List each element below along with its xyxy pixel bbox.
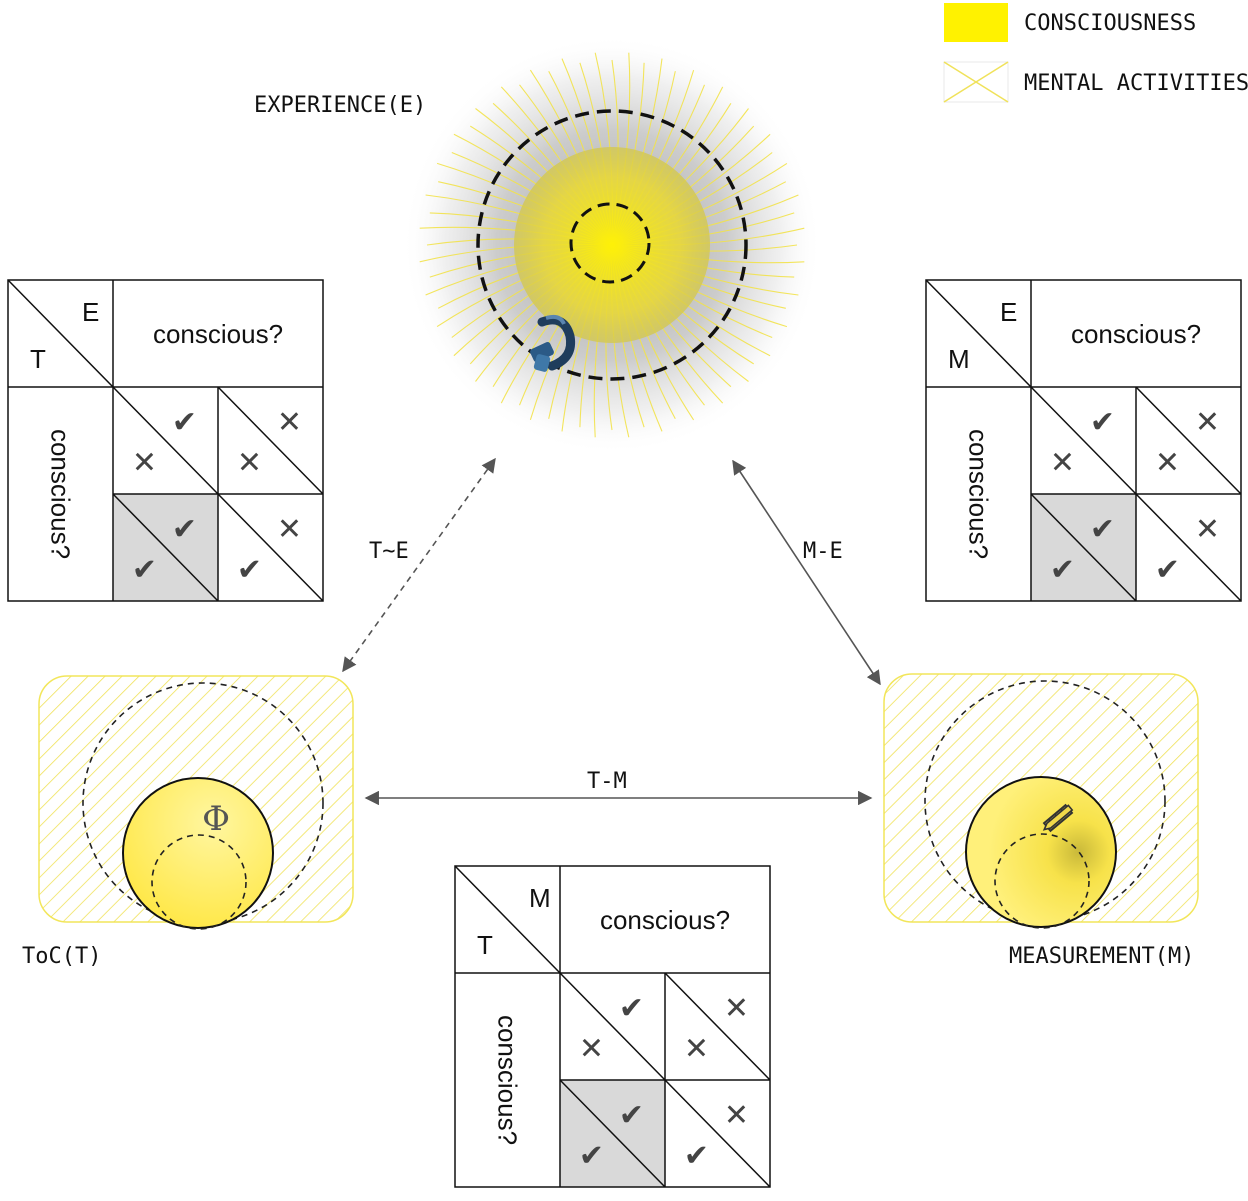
- cell-mark-upper: ✔: [619, 991, 644, 1026]
- cell-diagonal: [112, 386, 219, 495]
- cell-mark-upper: ✔: [1090, 512, 1115, 547]
- edge-m-e-arrow: [732, 459, 881, 686]
- cell-mark-upper: ✕: [277, 405, 302, 440]
- cell-mark-upper: ✕: [1195, 405, 1220, 440]
- experience-outer-boundary: [476, 109, 748, 381]
- cell-diagonal: [1030, 493, 1137, 602]
- cell-mark-lower: ✔: [684, 1139, 709, 1174]
- agreement-tables: ✔✕✕✕✔✔✕✔ETconscious?conscious?✔✕✕✕✔✔✕✔EM…: [7, 279, 1242, 1188]
- table-border: [925, 279, 1242, 602]
- cell-mark-lower: ✕: [1155, 446, 1180, 481]
- table-col-variable: E: [1000, 297, 1017, 327]
- cell-mark-lower: ✔: [1050, 553, 1075, 588]
- experience-node: EXPERIENCE(E): [254, 35, 822, 455]
- observer-icon: [530, 314, 576, 372]
- edge-t-m-label: T-M: [587, 769, 627, 794]
- legend-mental-activities-swatch: [943, 61, 1009, 103]
- toc-inner-boundary: [151, 834, 247, 930]
- cell-mark-upper: ✕: [724, 1098, 749, 1133]
- table-border: [454, 865, 771, 1188]
- cell-diagonal: [112, 493, 219, 602]
- cell-mark-upper: ✔: [172, 512, 197, 547]
- cell-mark-upper: ✕: [724, 991, 749, 1026]
- legend-consciousness-swatch: [944, 3, 1008, 42]
- measurement-label: MEASUREMENT(M): [1009, 944, 1194, 969]
- edges: T~E M-E T-M: [342, 457, 881, 806]
- cell-diagonal: [559, 972, 666, 1081]
- edge-t-e-arrow: [342, 457, 496, 673]
- table-row-header: conscious?: [964, 429, 994, 559]
- measurement-node: MEASUREMENT(M): [883, 673, 1199, 969]
- measurement-consciousness-ball: [965, 776, 1117, 928]
- cell-mark-lower: ✔: [132, 553, 157, 588]
- toc-node: Φ ToC(T): [22, 675, 354, 969]
- table-col-variable: E: [82, 297, 99, 327]
- cell-mark-lower: ✕: [579, 1032, 604, 1067]
- corner-diagonal: [925, 279, 1032, 388]
- cell-mark-upper: ✔: [619, 1098, 644, 1133]
- cell-diagonal: [217, 493, 324, 602]
- measurement-tools-icon: [1042, 803, 1074, 833]
- table-row-variable: M: [948, 344, 970, 374]
- table-col-header: conscious?: [153, 319, 283, 349]
- cell-mark-upper: ✕: [1195, 512, 1220, 547]
- corner-diagonal: [454, 865, 561, 974]
- edge-m-e-label: M-E: [803, 539, 843, 564]
- experience-consciousness-core: [514, 147, 710, 343]
- cell-mark-upper: ✕: [277, 512, 302, 547]
- experience-label: EXPERIENCE(E): [254, 93, 426, 118]
- cell-mark-lower: ✔: [579, 1139, 604, 1174]
- toc-label: ToC(T): [22, 944, 101, 969]
- cell-diagonal: [1135, 386, 1242, 495]
- cell-diagonal: [1135, 493, 1242, 602]
- legend-mental-activities-label: MENTAL ACTIVITIES: [1024, 71, 1248, 96]
- cell-mark-lower: ✕: [132, 446, 157, 481]
- table-border: [7, 279, 324, 602]
- table-row-header: conscious?: [493, 1015, 523, 1145]
- cell-diagonal: [664, 972, 771, 1081]
- phi-symbol: Φ: [202, 799, 230, 839]
- cell-mark-lower: ✔: [1155, 553, 1180, 588]
- table-col-header: conscious?: [600, 905, 730, 935]
- cell-mark-upper: ✔: [1090, 405, 1115, 440]
- table-row-header: conscious?: [46, 429, 76, 559]
- corner-diagonal: [7, 279, 114, 388]
- legend: CONSCIOUSNESS MENTAL ACTIVITIES: [943, 3, 1248, 103]
- measurement-inner-boundary: [994, 833, 1090, 929]
- cell-mark-lower: ✕: [237, 446, 262, 481]
- cell-mark-upper: ✔: [172, 405, 197, 440]
- cell-diagonal: [217, 386, 324, 495]
- toc-consciousness-ball: [122, 777, 274, 929]
- table-col-header: conscious?: [1071, 319, 1201, 349]
- legend-consciousness-label: CONSCIOUSNESS: [1024, 11, 1196, 36]
- table-col-variable: M: [529, 883, 551, 913]
- cell-mark-lower: ✕: [1050, 446, 1075, 481]
- cell-mark-lower: ✕: [684, 1032, 709, 1067]
- experience-inner-boundary: [569, 202, 651, 284]
- cell-diagonal: [1030, 386, 1137, 495]
- table-row-variable: T: [477, 930, 493, 960]
- edge-t-e-label: T~E: [369, 539, 409, 564]
- cell-diagonal: [664, 1079, 771, 1188]
- table-row-variable: T: [30, 344, 46, 374]
- cell-diagonal: [559, 1079, 666, 1188]
- cell-mark-lower: ✔: [237, 553, 262, 588]
